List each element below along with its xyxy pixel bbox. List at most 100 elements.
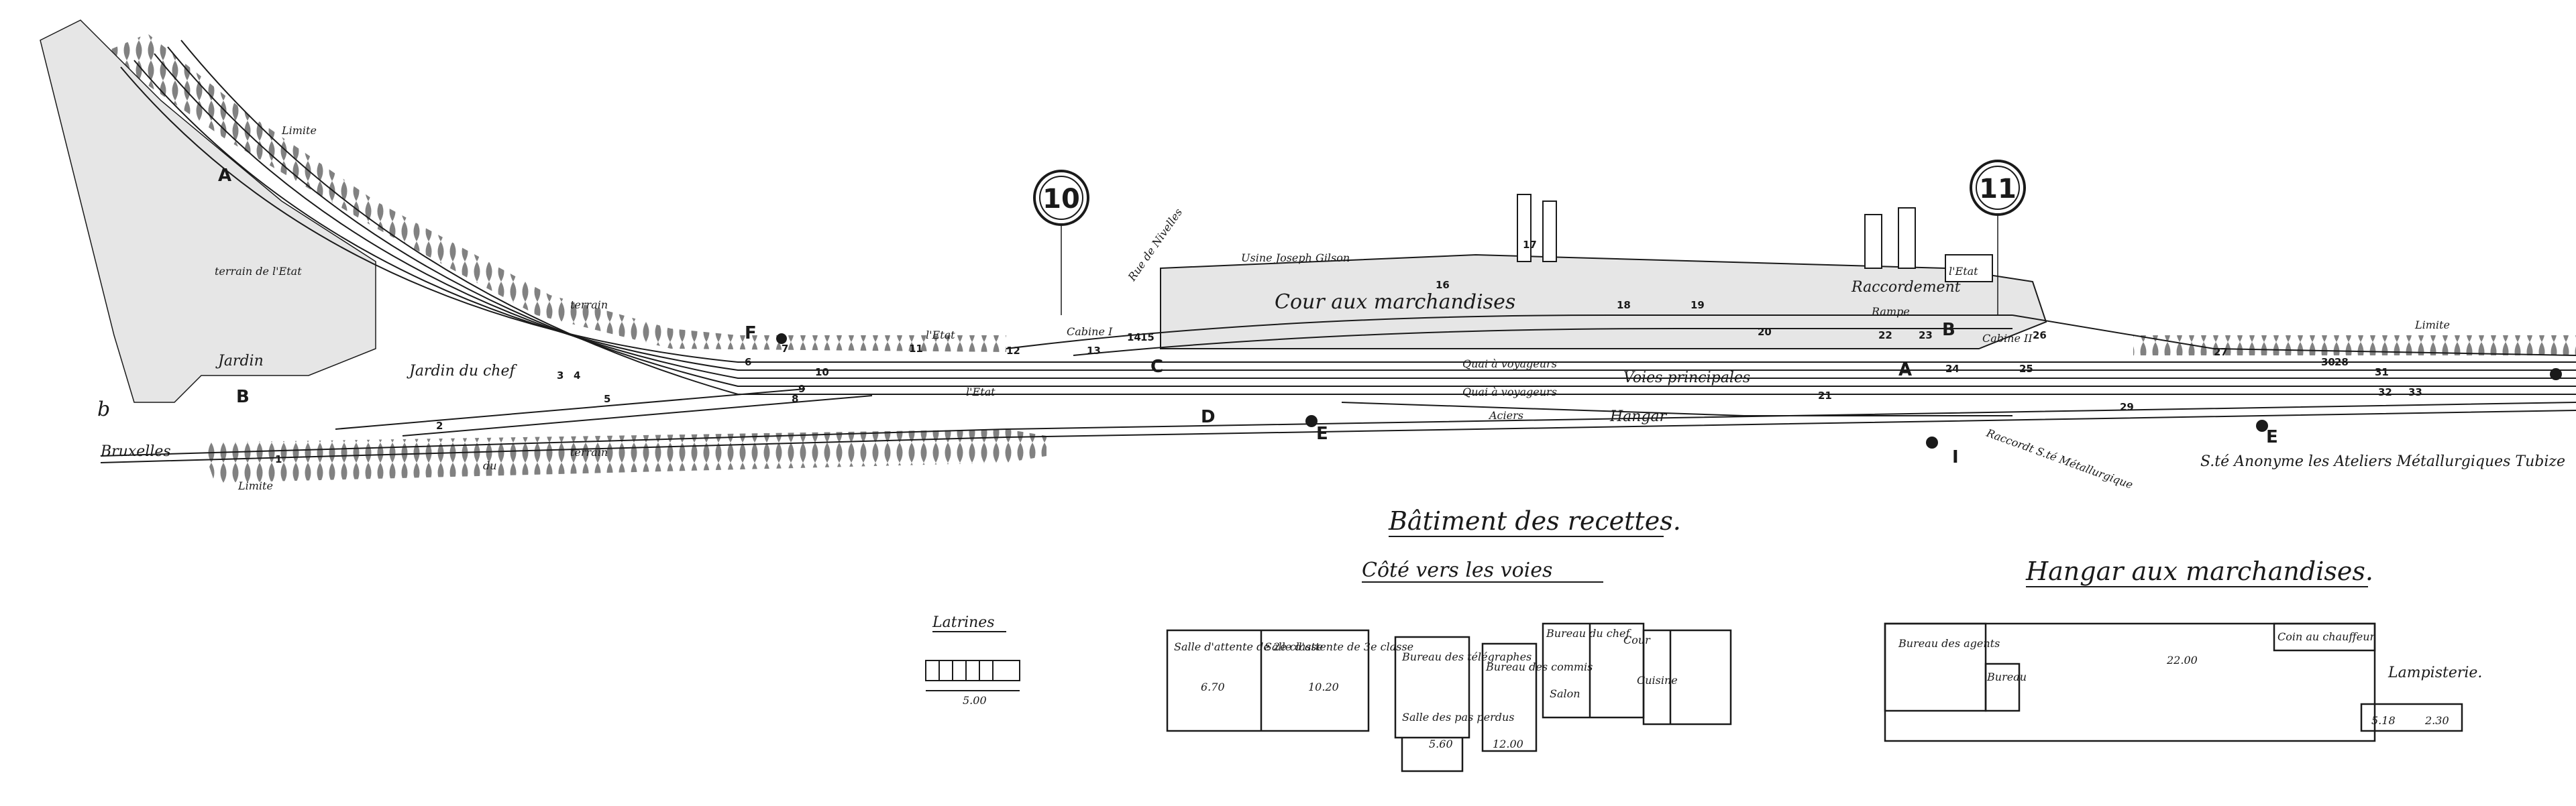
room-bureau-commis: Bureau des commis <box>1485 660 1593 673</box>
room-salle-2: Salle d'attente de 2e classe <box>1174 640 1323 653</box>
embankment-right <box>2133 335 2576 355</box>
point-26: 26 <box>2033 329 2047 341</box>
point-17: 17 <box>1523 239 1537 251</box>
main-tracks <box>100 40 2576 463</box>
letter-I: I <box>1952 447 1959 467</box>
label-quai-1: Quai à voyageurs <box>1462 357 1557 370</box>
point-4: 4 <box>574 369 580 382</box>
hangar-section: Hangar aux marchandises. Bureau des agen… <box>1884 557 2482 742</box>
point-30: 30 <box>2321 356 2335 368</box>
label-du: du <box>483 459 497 472</box>
dim-1: 6.70 <box>1201 681 1225 693</box>
point-right-edge <box>2550 368 2562 380</box>
batiment-floorplan <box>1166 622 1732 772</box>
room-salon: Salon <box>1550 687 1580 700</box>
hangar-coin: Coin au chauffeur <box>2277 630 2376 643</box>
label-voies-principales: Voies principales <box>1623 369 1750 386</box>
point-24: 24 <box>1945 363 1960 375</box>
hangar-dim-a: 5.18 <box>2371 714 2396 727</box>
batiment-section: Bâtiment des recettes. Côté vers les voi… <box>1166 506 1732 772</box>
point-I <box>1926 437 1938 449</box>
point-9: 9 <box>798 383 805 395</box>
building-tower-1 <box>1517 194 1532 262</box>
latrines-title: Latrines <box>932 614 995 631</box>
track-plan: 1 2 3 4 5 6 7 8 9 10 11 12 13 14 15 16 1… <box>40 19 2576 492</box>
label-etat-3: l'Etat <box>1949 265 1978 278</box>
letter-F: F <box>745 323 757 343</box>
point-8: 8 <box>792 393 798 405</box>
label-jardin-chef: Jardin du chef <box>407 363 517 380</box>
letter-E-mid: E <box>1316 424 1328 444</box>
marker-10-label: 10 <box>1042 184 1080 215</box>
label-terrain-bottom: terrain <box>570 446 608 459</box>
letter-A-right: A <box>1898 360 1912 380</box>
point-31: 31 <box>2375 366 2389 378</box>
label-rampe: Rampe <box>1871 305 1910 318</box>
label-raccordement: Raccordement <box>1851 279 1961 296</box>
point-22: 22 <box>1878 329 1892 341</box>
label-bruxelles: Bruxelles <box>100 443 171 460</box>
dim-2: 10.20 <box>1308 681 1339 693</box>
marker-11: 11 <box>1970 160 2026 315</box>
point-15: 15 <box>1140 331 1155 343</box>
label-cabine-1: Cabine I <box>1067 325 1113 338</box>
hangar-bureau-small: Bureau <box>1986 671 2027 683</box>
label-cour-marchandises: Cour aux marchandises <box>1275 290 1515 314</box>
label-ateliers: S.té Anonyme les Ateliers Métallurgiques… <box>2200 453 2565 470</box>
point-7: 7 <box>782 343 788 355</box>
point-12: 12 <box>1006 345 1020 357</box>
label-raccordement-metallurgique: Raccordt S.té Métallurgique <box>1984 426 2135 492</box>
letter-A-left: A <box>218 166 231 186</box>
label-etat-1: l'Etat <box>926 329 955 341</box>
terrain-area-left <box>40 19 376 403</box>
point-E-mid <box>1305 415 1318 427</box>
dim-3: 5.60 <box>1429 738 1453 750</box>
building-tower-4 <box>1898 207 1916 269</box>
label-terrain-top: terrain <box>570 298 608 311</box>
point-5: 5 <box>604 393 610 405</box>
room-bureau-telegraphe: Bureau des télégraphes <box>1401 650 1532 663</box>
point-28: 28 <box>2334 356 2349 368</box>
hangar-dim-b: 2.30 <box>2424 714 2449 727</box>
room-bureau-chef: Bureau du chef <box>1546 627 1631 640</box>
point-14: 14 <box>1127 331 1141 343</box>
hangar-title: Hangar aux marchandises. <box>2025 557 2373 586</box>
point-29: 29 <box>2120 401 2134 413</box>
latrines-section: Latrines 5.00 <box>925 614 1020 707</box>
room-salle-3: Salle d'attente de 3e classe <box>1265 640 1413 653</box>
building-tower-3 <box>1864 214 1882 269</box>
batiment-subtitle: Côté vers les voies <box>1362 559 1552 582</box>
letter-E-right: E <box>2266 427 2278 447</box>
letter-B-left: B <box>236 387 250 407</box>
label-quai-2: Quai à voyageurs <box>1462 386 1557 398</box>
point-33: 33 <box>2408 386 2422 398</box>
label-limite-bottom: Limite <box>237 479 273 492</box>
track-point-numbers: 1 2 3 4 5 6 7 8 9 10 11 12 13 14 15 16 1… <box>275 239 2422 465</box>
letter-B-right: B <box>1942 320 1955 340</box>
point-E-right <box>2256 420 2268 432</box>
marker-11-label: 11 <box>1979 174 2017 205</box>
point-20: 20 <box>1758 326 1772 338</box>
room-cour: Cour <box>1623 634 1651 646</box>
label-limite-right: Limite <box>2414 319 2450 331</box>
batiment-title: Bâtiment des recettes. <box>1388 506 1681 536</box>
label-terrain-etat: terrain de l'Etat <box>215 265 302 278</box>
point-27: 27 <box>2214 346 2228 358</box>
room-salle-pas-perdus: Salle des pas perdus <box>1402 711 1515 724</box>
point-25: 25 <box>2019 363 2033 375</box>
label-etat-2: l'Etat <box>966 386 996 398</box>
hangar-dim-long: 22.00 <box>2166 654 2198 667</box>
latrines-dim: 5.00 <box>963 694 987 707</box>
room-cuisine: Cuisine <box>1637 674 1678 687</box>
label-hangar: Hangar <box>1609 408 1668 425</box>
label-b: b <box>97 398 110 421</box>
point-3: 3 <box>557 369 564 382</box>
point-21: 21 <box>1818 390 1832 402</box>
point-19: 19 <box>1690 299 1705 311</box>
point-16: 16 <box>1436 279 1450 291</box>
letter-C: C <box>1150 357 1163 377</box>
building-tower-2 <box>1542 200 1557 262</box>
label-limite-top: Limite <box>281 124 317 137</box>
lampisterie-title: Lampisterie. <box>2387 665 2482 681</box>
